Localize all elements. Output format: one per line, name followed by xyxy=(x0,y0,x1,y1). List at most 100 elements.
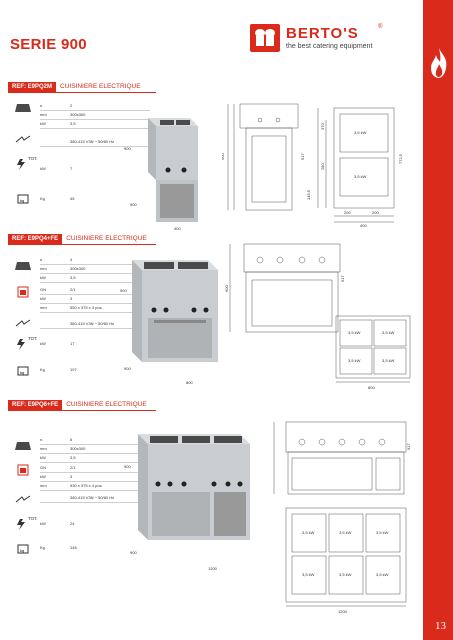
power-icon xyxy=(14,158,32,170)
drawing-label: 3,5 kW xyxy=(348,358,361,363)
drawing-label: 145,5 xyxy=(306,189,311,200)
dim-depth: 900 xyxy=(130,202,137,207)
page-number: 13 xyxy=(435,620,446,632)
weight-icon: kg xyxy=(14,542,32,554)
ref-header: REF: E9PQ2M CUISINIERE ELECTRIQUE xyxy=(8,82,141,92)
dim-width: 1200 xyxy=(208,566,218,571)
power-icon xyxy=(14,518,32,530)
svg-text:kg: kg xyxy=(20,198,24,203)
drawing-label: 772,5 xyxy=(398,153,403,164)
drawing-label: 3,5 kW xyxy=(348,330,361,335)
ref-divider xyxy=(8,92,156,93)
drawing-label: 200 xyxy=(344,210,351,215)
dim-height: 900 xyxy=(124,146,131,151)
ref-title: CUISINIERE ELECTRIQUE xyxy=(66,401,147,408)
technical-drawing: 917 3,5 kW 3,5 kW 3,5 kW 3,5 kW 3,5 kW 3… xyxy=(273,421,411,614)
drawing-label: 3,5 kW xyxy=(339,572,352,577)
spec-row: 380-415 V3N ~ 50/60 Hz xyxy=(40,494,150,503)
plug-icon xyxy=(14,134,32,146)
dim-height: 900 xyxy=(124,464,131,469)
product-photo: 900 900 800 xyxy=(120,260,218,385)
ref-header: REF: E9PQ4+FE CUISINIERE ELECTRIQUE xyxy=(8,234,147,244)
plug-icon xyxy=(14,494,32,506)
hob-plate-icon xyxy=(14,102,32,114)
side-accent-bar: 13 xyxy=(423,0,453,640)
oven-icon xyxy=(14,286,32,298)
drawing-label: 3,5 kW xyxy=(302,572,315,577)
spec-row: n.4 xyxy=(40,256,150,265)
ref-divider xyxy=(8,410,156,411)
drawing-label: 400 xyxy=(360,223,367,228)
product-section-e9pq6fe: REF: E9PQ6+FE CUISINIERE ELECTRIQUE n.6 … xyxy=(0,400,423,614)
drawing-label: 280 xyxy=(320,163,325,170)
drawing-label: 3,5 kW xyxy=(354,130,367,135)
dim-width: 400 xyxy=(174,226,181,231)
hob-plate-icon xyxy=(14,440,32,452)
drawing-label: 3,5 kW xyxy=(376,572,389,577)
flame-icon xyxy=(431,48,447,78)
drawing-label: 200 xyxy=(372,210,379,215)
svg-text:kg: kg xyxy=(20,548,24,553)
ref-title: CUISINIERE ELECTRIQUE xyxy=(66,235,147,242)
page-title: SERIE 900 xyxy=(10,36,87,53)
spec-row: 380-415 V3N ~ 50/60 Hz xyxy=(40,320,150,329)
drawing-label: 3,5 kW xyxy=(382,330,395,335)
oven-icon xyxy=(14,464,32,476)
weight-icon: kg xyxy=(14,192,32,204)
brand-registered-mark: ® xyxy=(378,24,383,30)
ref-divider xyxy=(8,244,156,245)
spec-row: n.2 xyxy=(40,102,150,111)
drawing-label: 917 xyxy=(340,275,345,282)
brand-logo: BERTO'S ® the best catering equipment xyxy=(250,24,390,54)
power-icon xyxy=(14,338,32,350)
drawing-label: 900 xyxy=(222,153,225,160)
weight-icon: kg xyxy=(14,364,32,376)
tot-label: TOT. xyxy=(28,336,38,341)
drawing-label: 3,5 kW xyxy=(382,358,395,363)
dim-height: 900 xyxy=(120,288,127,293)
ref-code: REF: E9PQ6+FE xyxy=(8,400,63,410)
spec-row: 380-415 V3N ~ 50/60 Hz xyxy=(40,138,150,147)
drawing-label: 3,5 kW xyxy=(354,174,367,179)
spec-row: n.6 xyxy=(40,436,150,445)
ref-code: REF: E9PQ4+FE xyxy=(8,234,63,244)
ref-header: REF: E9PQ6+FE CUISINIERE ELECTRIQUE xyxy=(8,400,147,410)
product-photo: 900 900 1200 xyxy=(124,434,250,571)
plug-icon xyxy=(14,318,32,330)
technical-drawing: 900 3,5 kW 3,5 kW 200 200 400 145,5 280 … xyxy=(222,103,403,228)
ref-code: REF: E9PQ2M xyxy=(8,82,57,92)
drawing-label: 3,5 kW xyxy=(376,530,389,535)
hob-plate-icon xyxy=(14,260,32,272)
brand-name: BERTO'S xyxy=(286,25,359,42)
product-section-e9pq2m: REF: E9PQ2M CUISINIERE ELECTRIQUE n.2 mm… xyxy=(0,82,423,232)
chef-logo-icon xyxy=(250,24,280,52)
drawing-label: 917 xyxy=(406,443,411,450)
technical-drawing: 900 917 3,5 kW 3,5 kW 3,5 kW 3,5 kW 800 xyxy=(224,243,411,390)
drawing-label: 800 xyxy=(368,385,375,390)
drawing-label: 1200 xyxy=(338,609,348,614)
drawing-label: 3,5 kW xyxy=(339,530,352,535)
tot-label: TOT. xyxy=(28,516,38,521)
drawing-label: 3,5 kW xyxy=(302,530,315,535)
dim-depth: 900 xyxy=(124,366,131,371)
drawing-label: 917 xyxy=(300,153,305,160)
dim-width: 800 xyxy=(186,380,193,385)
